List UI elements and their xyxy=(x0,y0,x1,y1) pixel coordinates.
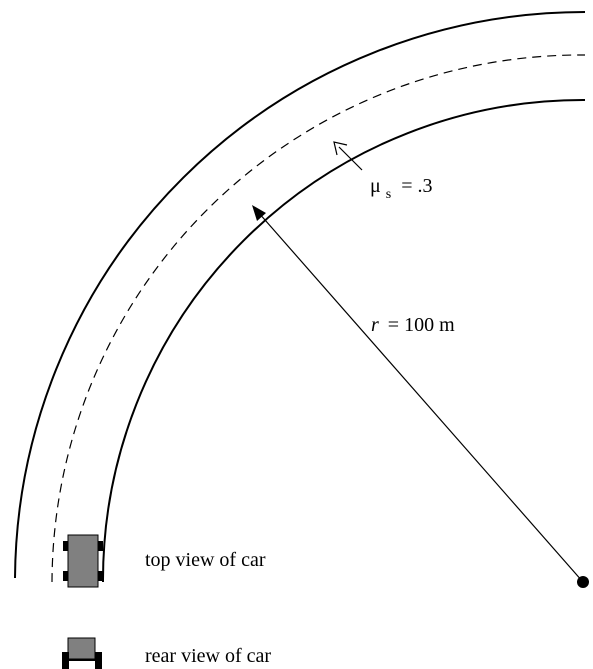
car-rear-view xyxy=(62,637,102,669)
car-top-wheel-front-left xyxy=(63,541,70,551)
radius-arrowhead xyxy=(252,205,266,221)
radius-label: r = 100 m xyxy=(371,314,455,336)
top-view-label: top view of car xyxy=(145,549,266,571)
radius-symbol: r xyxy=(371,314,379,336)
car-top-wheel-front-right xyxy=(96,541,103,551)
car-rear-bumper xyxy=(68,659,95,661)
radius-arrow-line xyxy=(257,211,584,583)
car-rear-wheel-right xyxy=(95,652,102,669)
mu-subscript: s xyxy=(386,187,391,202)
mu-value: = .3 xyxy=(401,175,432,197)
friction-pointer-arrowhead xyxy=(333,141,348,156)
mu-symbol: μ xyxy=(370,175,381,197)
car-top-body xyxy=(67,534,99,588)
center-point xyxy=(577,576,589,588)
road-center-dashed-line xyxy=(51,54,586,583)
car-rear-body xyxy=(67,637,96,660)
car-top-wheel-rear-right xyxy=(96,571,103,581)
road-inner-edge xyxy=(101,98,586,583)
car-rear-wheel-left xyxy=(62,652,69,669)
friction-pointer-line xyxy=(338,146,363,171)
car-top-wheel-rear-left xyxy=(63,571,70,581)
car-top-view xyxy=(63,534,103,588)
rear-view-label: rear view of car xyxy=(145,645,271,667)
friction-coefficient-label: μ s = .3 xyxy=(370,175,432,203)
road-outer-edge xyxy=(14,11,586,579)
radius-value: = 100 m xyxy=(388,314,455,336)
